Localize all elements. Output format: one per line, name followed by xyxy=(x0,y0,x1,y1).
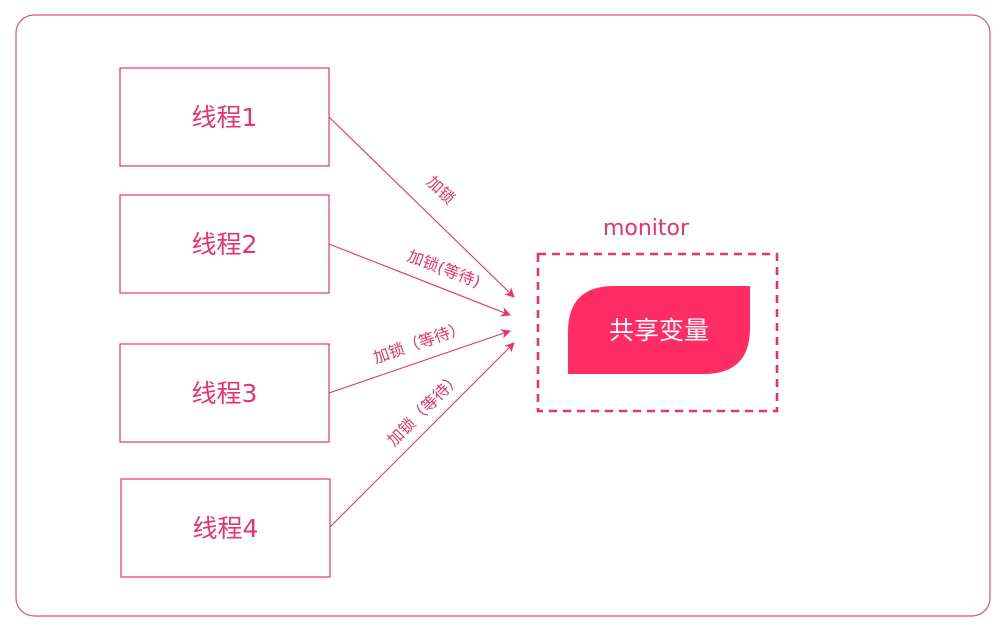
thread-label-2: 线程2 xyxy=(192,230,258,259)
edge-label-1: 加锁 xyxy=(423,172,459,208)
arrow-thread-2 xyxy=(328,243,511,317)
monitor-title: monitor xyxy=(603,216,690,241)
monitor-box[interactable] xyxy=(536,252,779,413)
thread-label-4: 线程4 xyxy=(193,514,259,543)
thread-label-1: 线程1 xyxy=(192,103,258,132)
arrow-thread-4 xyxy=(329,342,515,528)
arrow-thread-3 xyxy=(328,329,511,394)
edge-label-3: 加锁（等待） xyxy=(371,318,468,367)
thread-box-2[interactable]: 线程2 xyxy=(119,194,330,294)
shared-variable-shape[interactable] xyxy=(568,286,750,374)
thread-label-3: 线程3 xyxy=(192,379,258,408)
edge-label-2: 加锁(等待) xyxy=(405,246,483,291)
edge-label-4: 加锁（等待） xyxy=(383,368,464,449)
thread-box-1[interactable]: 线程1 xyxy=(119,67,330,167)
thread-box-4[interactable]: 线程4 xyxy=(120,478,331,578)
outer-frame xyxy=(15,14,991,617)
thread-box-3[interactable]: 线程3 xyxy=(119,343,330,443)
shared-variable-label: 共享变量 xyxy=(609,316,709,345)
arrow-thread-1 xyxy=(328,116,515,298)
